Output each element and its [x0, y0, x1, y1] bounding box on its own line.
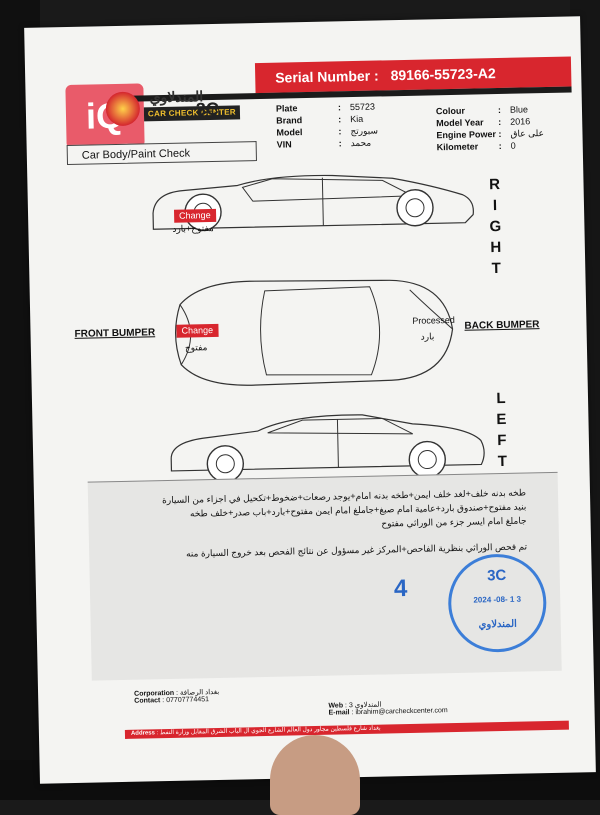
inspection-sheet: iQ Serial Number : 89166-55723-A2 المندل… — [24, 16, 596, 784]
plate-value: 55723 — [349, 101, 376, 113]
note-line-3: جاملغ امام ايسر جزء من الوراثي مفتوح — [381, 515, 527, 529]
footer-web: Web : 3 المندلاوي E-mail : ibrahim@carch… — [328, 701, 448, 717]
vin-value: محمد — [350, 137, 372, 149]
footer-contact: Corporation : بغداد الرصافة Contact : 07… — [134, 688, 220, 705]
km-value: 0 — [510, 140, 516, 151]
top-change-note: مفتوح — [184, 342, 208, 353]
engine-value: على عاق — [510, 128, 545, 139]
section-title: Car Body/Paint Check — [66, 141, 257, 166]
logo-emblem-icon — [105, 91, 141, 127]
year-value: 2016 — [510, 116, 531, 127]
model-value: سبورتج — [350, 125, 379, 137]
thumb — [270, 735, 360, 815]
handwritten-number: 4 — [393, 575, 408, 603]
front-bumper-label: FRONT BUMPER — [74, 327, 156, 340]
processed-note: بارد — [420, 331, 435, 342]
serial-label: Serial Number : — [275, 67, 379, 86]
right-change-note: مفتوح+بارد — [172, 222, 214, 234]
note-line-4: تم فحص الوراثي بنظرية الفاحص+المركز غير … — [185, 541, 528, 559]
right-change-tag: Change — [173, 208, 216, 223]
vehicle-info-right: Colour:Blue Model Year:2016 Engine Power… — [435, 104, 545, 153]
back-bumper-label: BACK BUMPER — [464, 319, 540, 332]
top-change-tag: Change — [176, 323, 219, 338]
processed-tag: Processed — [412, 314, 455, 326]
brand-value: Kia — [350, 113, 364, 125]
stamp-date: 2024 -08- 1 3 — [473, 594, 522, 605]
company-logo: المندلاوي CAR CHECK CENTER — [103, 85, 254, 144]
serial-value: 89166-55723-A2 — [390, 65, 496, 84]
logo-english-text: CAR CHECK CENTER — [143, 105, 241, 122]
logo-3c: 3C — [195, 98, 220, 120]
vehicle-info-left: Plate:55723 Brand:Kia Model:سبورتج VIN:م… — [275, 101, 379, 150]
colour-value: Blue — [509, 104, 529, 115]
